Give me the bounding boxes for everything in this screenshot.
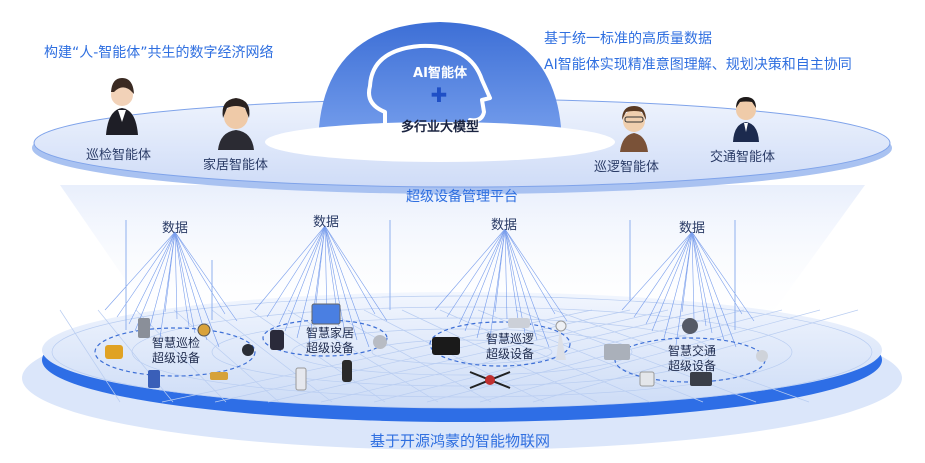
device-group-home: 智慧家居 超级设备 (300, 326, 360, 356)
devices-patrol (432, 318, 567, 389)
device-group-inspection-line1: 智慧巡检 (151, 336, 200, 350)
plus-icon: ✚ (430, 83, 448, 107)
agent-avatar-4 (733, 97, 759, 142)
right-header-line1: 基于统一标准的高质量数据 (544, 31, 712, 47)
devices-inspection (105, 318, 254, 388)
device-group-traffic-line1: 智慧交通 (667, 344, 716, 358)
cone-glow (60, 185, 865, 330)
device-group-home-line1: 智慧家居 (305, 326, 354, 340)
agent-label-inspection: 巡检智能体 (86, 148, 152, 163)
head-outline (367, 43, 492, 142)
agent-avatar-3 (620, 106, 648, 152)
agent-label-patrol: 巡逻智能体 (594, 160, 660, 175)
data-label-3: 数据 (491, 218, 518, 233)
industry-model-label: 多行业大模型 (400, 120, 479, 135)
dome-base (265, 122, 615, 162)
device-group-traffic-line2: 超级设备 (667, 359, 716, 373)
agent-avatar-2 (218, 98, 254, 150)
devices-home (270, 303, 387, 391)
data-beams (104, 225, 755, 348)
device-group-patrol: 智慧巡逻 超级设备 (480, 332, 540, 362)
agent-label-traffic: 交通智能体 (710, 150, 776, 165)
device-group-patrol-line2: 超级设备 (485, 347, 534, 361)
data-label-4: 数据 (679, 221, 706, 236)
data-label-1: 数据 (162, 221, 189, 236)
ai-agent-label: AI智能体 (413, 66, 467, 81)
device-group-patrol-line1: 智慧巡逻 (485, 332, 534, 346)
device-group-inspection-line2: 超级设备 (151, 351, 200, 365)
agent-avatar-1 (106, 78, 138, 135)
devices-traffic (604, 318, 768, 387)
network-floor (42, 292, 882, 408)
agent-label-home: 家居智能体 (203, 158, 269, 173)
device-group-home-line2: 超级设备 (305, 341, 354, 355)
ai-dome (318, 22, 562, 148)
data-label-2: 数据 (313, 215, 340, 230)
left-header-title: 构建“人-智能体”共生的数字经济网络 (44, 45, 274, 61)
device-group-inspection: 智慧巡检 超级设备 (146, 336, 206, 366)
device-group-traffic: 智慧交通 超级设备 (662, 344, 722, 374)
platform-label: 超级设备管理平台 (406, 189, 518, 205)
right-header-line2: AI智能体实现精准意图理解、规划决策和自主协同 (544, 57, 852, 73)
network-label: 基于开源鸿蒙的智能物联网 (369, 432, 550, 450)
connector-lines (125, 220, 736, 330)
